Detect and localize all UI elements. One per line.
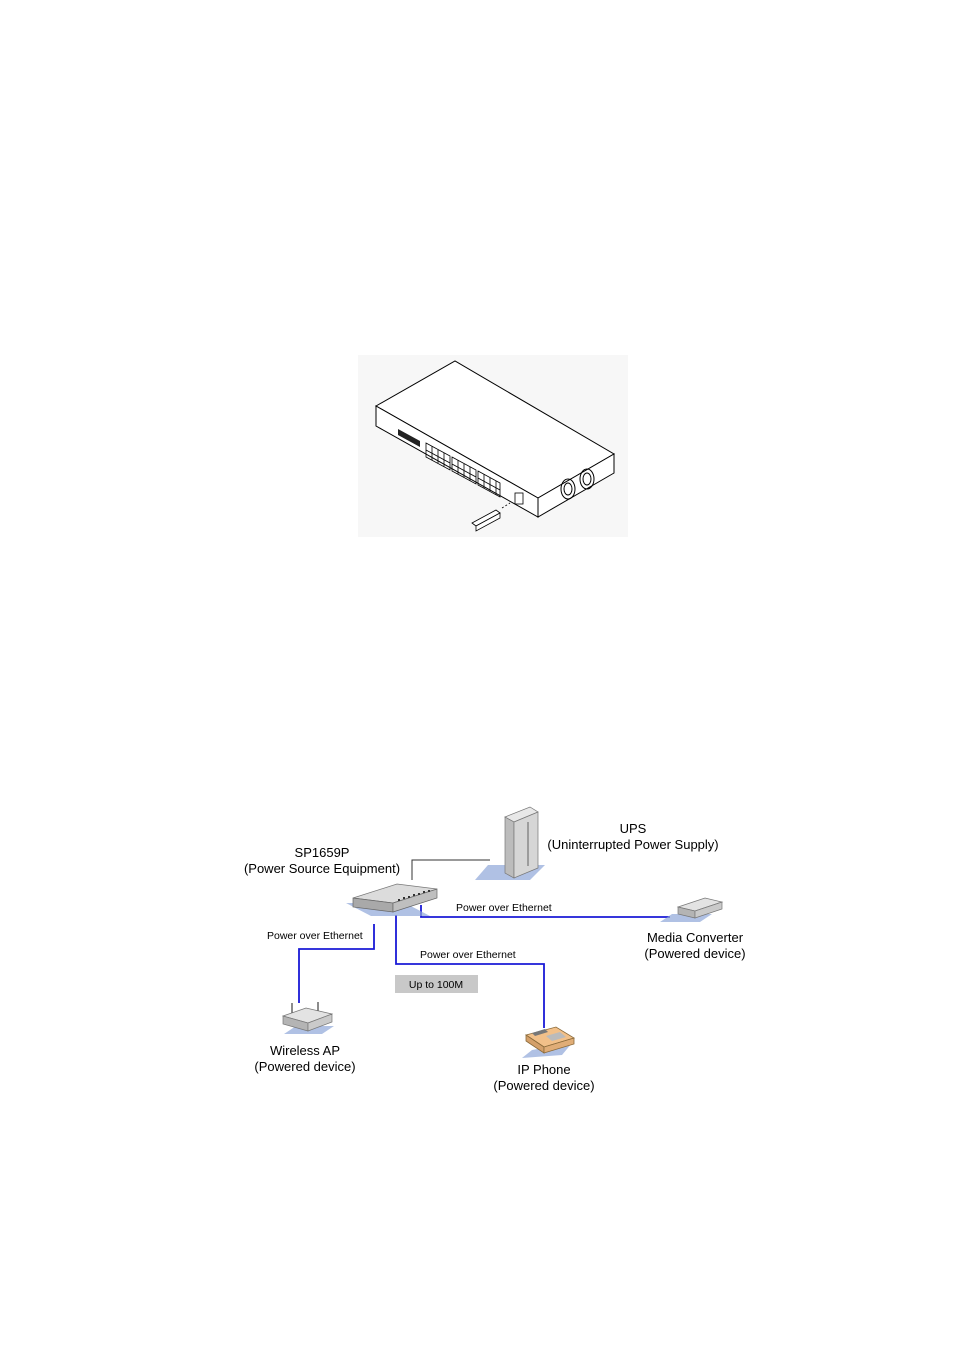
wireless-ap-name: Wireless AP bbox=[270, 1043, 340, 1058]
ups-link bbox=[412, 860, 490, 880]
ip-phone-name: IP Phone bbox=[517, 1062, 570, 1077]
pse-role: (Power Source Equipment) bbox=[244, 861, 400, 876]
switch-installation-illustration bbox=[358, 355, 628, 537]
media-converter-label: Media Converter (Powered device) bbox=[644, 930, 745, 961]
speed-badge: Up to 100M bbox=[395, 975, 478, 993]
link-label-wireless-ap: Power over Ethernet bbox=[267, 930, 363, 942]
wireless-ap-label: Wireless AP (Powered device) bbox=[254, 1043, 355, 1074]
ups-name: UPS bbox=[620, 821, 647, 836]
pse-label: SP1659P (Power Source Equipment) bbox=[244, 845, 400, 876]
ip-phone-label: IP Phone (Powered device) bbox=[493, 1062, 594, 1093]
media-converter-role: (Powered device) bbox=[644, 946, 745, 961]
link-label-ip-phone: Power over Ethernet bbox=[420, 949, 516, 961]
speed-badge-label: Up to 100M bbox=[409, 979, 463, 991]
poe-switch-icon bbox=[346, 884, 437, 916]
ip-phone-icon bbox=[522, 1027, 574, 1058]
ip-phone-role: (Powered device) bbox=[493, 1078, 594, 1093]
wireless-ap-icon bbox=[283, 1002, 334, 1034]
link-ip-phone bbox=[396, 915, 544, 1028]
link-label-media-converter: Power over Ethernet bbox=[456, 902, 552, 914]
ups-role: (Uninterrupted Power Supply) bbox=[547, 837, 718, 852]
link-media-converter bbox=[421, 905, 670, 917]
media-converter-icon bbox=[660, 898, 722, 922]
pse-name: SP1659P bbox=[295, 845, 350, 860]
ups-label: UPS (Uninterrupted Power Supply) bbox=[547, 821, 718, 852]
link-wireless-ap bbox=[299, 924, 374, 1003]
media-converter-name: Media Converter bbox=[647, 930, 744, 945]
wireless-ap-role: (Powered device) bbox=[254, 1059, 355, 1074]
ups-icon bbox=[475, 807, 545, 880]
